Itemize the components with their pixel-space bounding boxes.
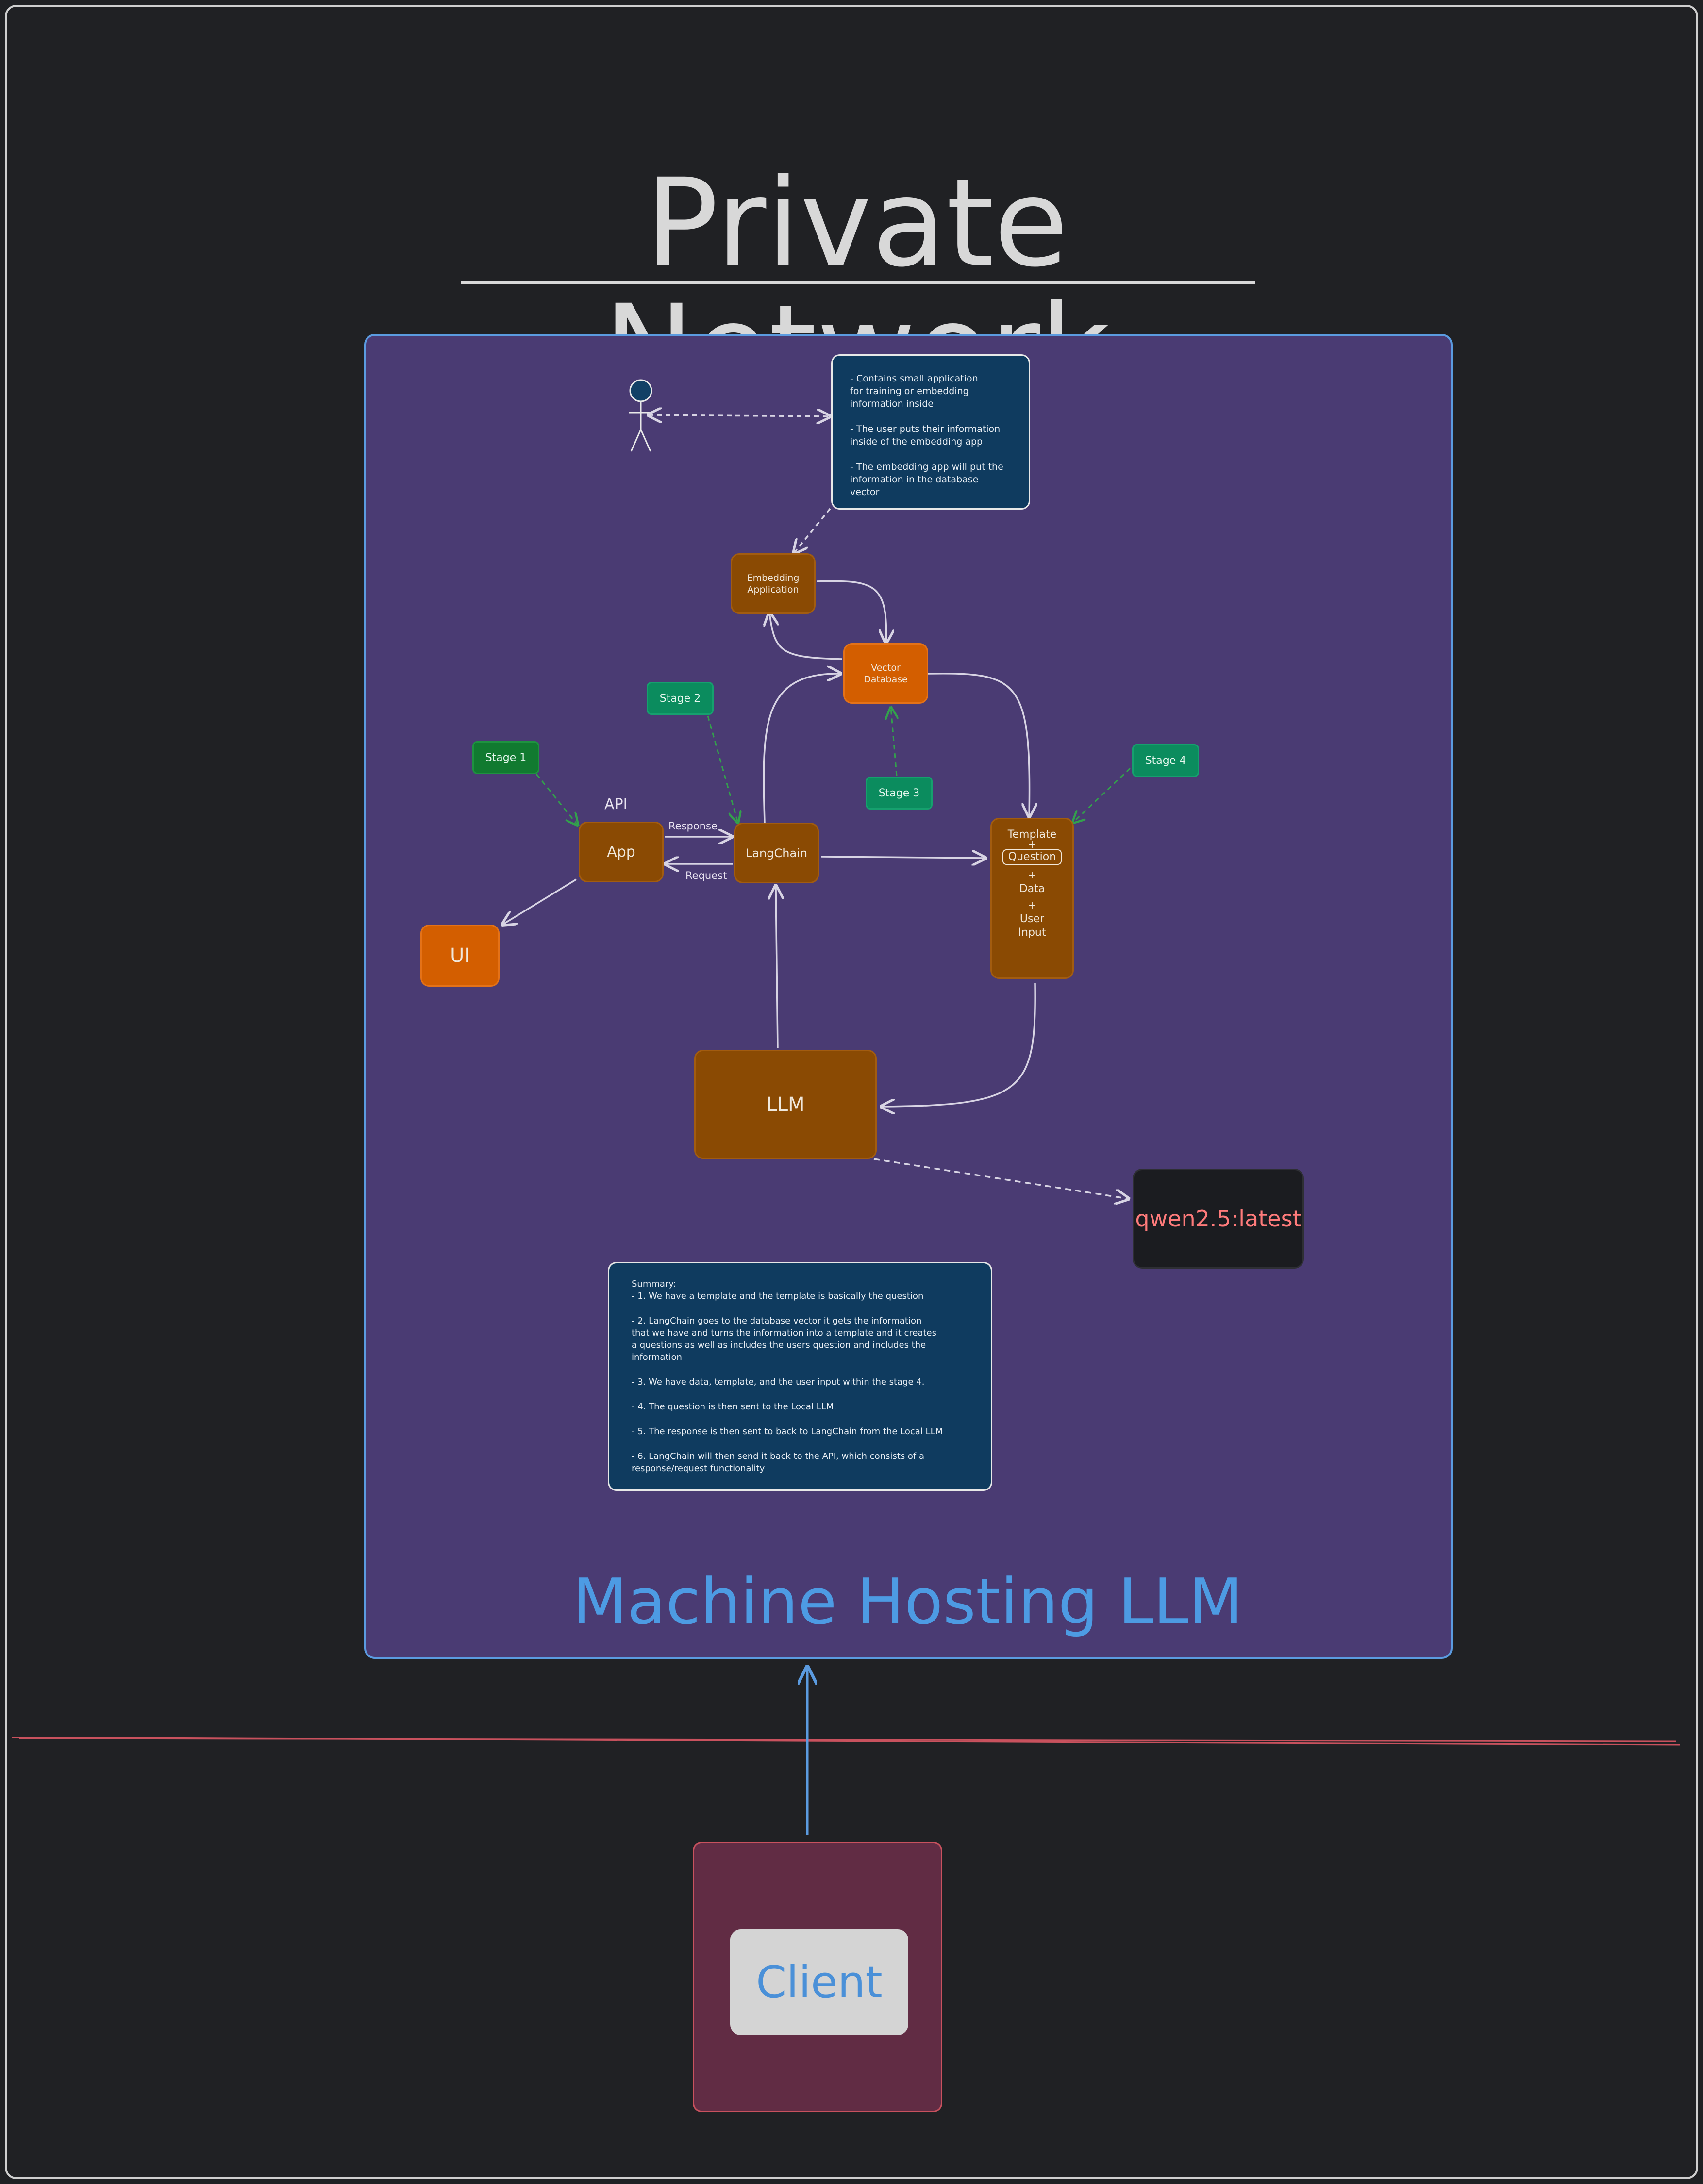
edge-llm-to-langchain — [776, 886, 778, 1049]
stage-3-badge: Stage 3 — [866, 777, 933, 810]
edge-vector-to-template — [928, 672, 1030, 817]
network-boundary-line-2 — [19, 1737, 1676, 1742]
ui-node[interactable]: UI — [420, 925, 500, 987]
template-line: Template — [1007, 828, 1057, 841]
summary-line: - 6. LangChain will then send it back to… — [632, 1451, 925, 1461]
node-label: Database — [864, 674, 908, 685]
template-line: Data — [1019, 883, 1045, 895]
summary-line: - 2. LangChain goes to the database vect… — [632, 1316, 922, 1326]
note-line: - The user puts their information — [850, 424, 1001, 434]
note-line: vector — [850, 487, 880, 497]
edge-langchain-to-vector — [763, 674, 841, 823]
edge-stage4-to-template — [1073, 767, 1131, 823]
summary-paragraph-4: - 4. The question is then sent to the Lo… — [632, 1401, 991, 1413]
summary-line: - 5. The response is then sent to back t… — [632, 1426, 943, 1437]
summary-line: - 1. We have a template and the template… — [632, 1291, 924, 1301]
template-node[interactable]: Template + Question + Data + User Input — [990, 818, 1074, 979]
summary-line: Summary: — [632, 1279, 676, 1289]
note-line: - The embedding app will put the — [850, 462, 1003, 472]
summary-paragraph-6: - 6. LangChain will then send it back to… — [632, 1450, 991, 1474]
request-edge-label: Request — [685, 870, 727, 881]
summary-line: a questions as well as includes the user… — [632, 1340, 926, 1350]
response-edge-label: Response — [668, 820, 718, 832]
api-label: API — [604, 796, 628, 813]
summary-paragraph-2: - 2. LangChain goes to the database vect… — [632, 1315, 991, 1363]
client-node[interactable]: Client — [730, 1929, 908, 2035]
note-line: - Contains small application — [850, 373, 978, 384]
template-line: Input — [1018, 927, 1046, 939]
summary-paragraph-3: - 3. We have data, template, and the use… — [632, 1376, 991, 1388]
title-underline — [461, 281, 1255, 284]
vector-database-node[interactable]: Vector Database — [843, 643, 928, 704]
template-line: User — [1019, 913, 1045, 925]
stage-4-badge: Stage 4 — [1132, 744, 1199, 777]
edge-app-to-ui — [502, 878, 577, 925]
summary-line: information — [632, 1352, 682, 1362]
template-line: + — [1027, 869, 1037, 881]
edge-note-to-embedding — [794, 508, 831, 553]
app-node[interactable]: App — [579, 822, 664, 882]
summary-line: - 3. We have data, template, and the use… — [632, 1377, 925, 1387]
note-paragraph-1: - Contains small application for trainin… — [850, 372, 1029, 410]
edge-vector-to-embedding — [769, 612, 843, 660]
machine-label: Machine Hosting LLM — [572, 1565, 1243, 1638]
stage-2-badge: Stage 2 — [647, 682, 714, 715]
edge-template-to-llm — [881, 982, 1036, 1107]
llm-node[interactable]: LLM — [694, 1050, 877, 1159]
summary-line: - 4. The question is then sent to the Lo… — [632, 1402, 836, 1412]
summary-note: Summary: - 1. We have a template and the… — [608, 1262, 992, 1491]
question-chip: Question — [1002, 849, 1062, 865]
summary-paragraph-1: Summary: - 1. We have a template and the… — [632, 1278, 991, 1302]
note-line: information inside — [850, 398, 934, 409]
outer-frame — [5, 5, 1698, 2179]
template-line: + — [1027, 839, 1037, 851]
template-line: + — [1027, 899, 1037, 911]
summary-line: response/request functionality — [632, 1463, 765, 1473]
embedding-info-note: - Contains small application for trainin… — [831, 354, 1030, 510]
edge-langchain-to-template — [821, 857, 985, 858]
edge-user-to-note — [648, 415, 830, 416]
edge-llm-to-model — [873, 1158, 1129, 1199]
edge-stage2-to-langchain — [707, 715, 738, 823]
stage-1-badge: Stage 1 — [472, 741, 539, 774]
edge-stage1-to-app — [535, 774, 578, 825]
user-figure-icon — [629, 379, 653, 452]
summary-paragraph-5: - 5. The response is then sent to back t… — [632, 1425, 991, 1438]
node-label: Application — [747, 584, 799, 595]
note-line: for training or embedding — [850, 386, 969, 397]
embedding-application-node[interactable]: Embedding Application — [731, 553, 816, 614]
note-line: information in the database — [850, 474, 979, 485]
node-label: Embedding — [747, 572, 800, 583]
note-paragraph-2: - The user puts their information inside… — [850, 423, 1029, 448]
langchain-node[interactable]: LangChain — [734, 823, 819, 883]
edge-stage3-to-vector — [891, 708, 897, 776]
edge-embedding-to-vector — [816, 580, 886, 643]
model-node[interactable]: qwen2.5:latest — [1133, 1169, 1304, 1269]
note-paragraph-3: - The embedding app will put the informa… — [850, 461, 1029, 498]
note-line: inside of the embedding app — [850, 436, 983, 447]
summary-line: that we have and turns the information i… — [632, 1328, 937, 1338]
node-label: Vector — [871, 662, 901, 673]
